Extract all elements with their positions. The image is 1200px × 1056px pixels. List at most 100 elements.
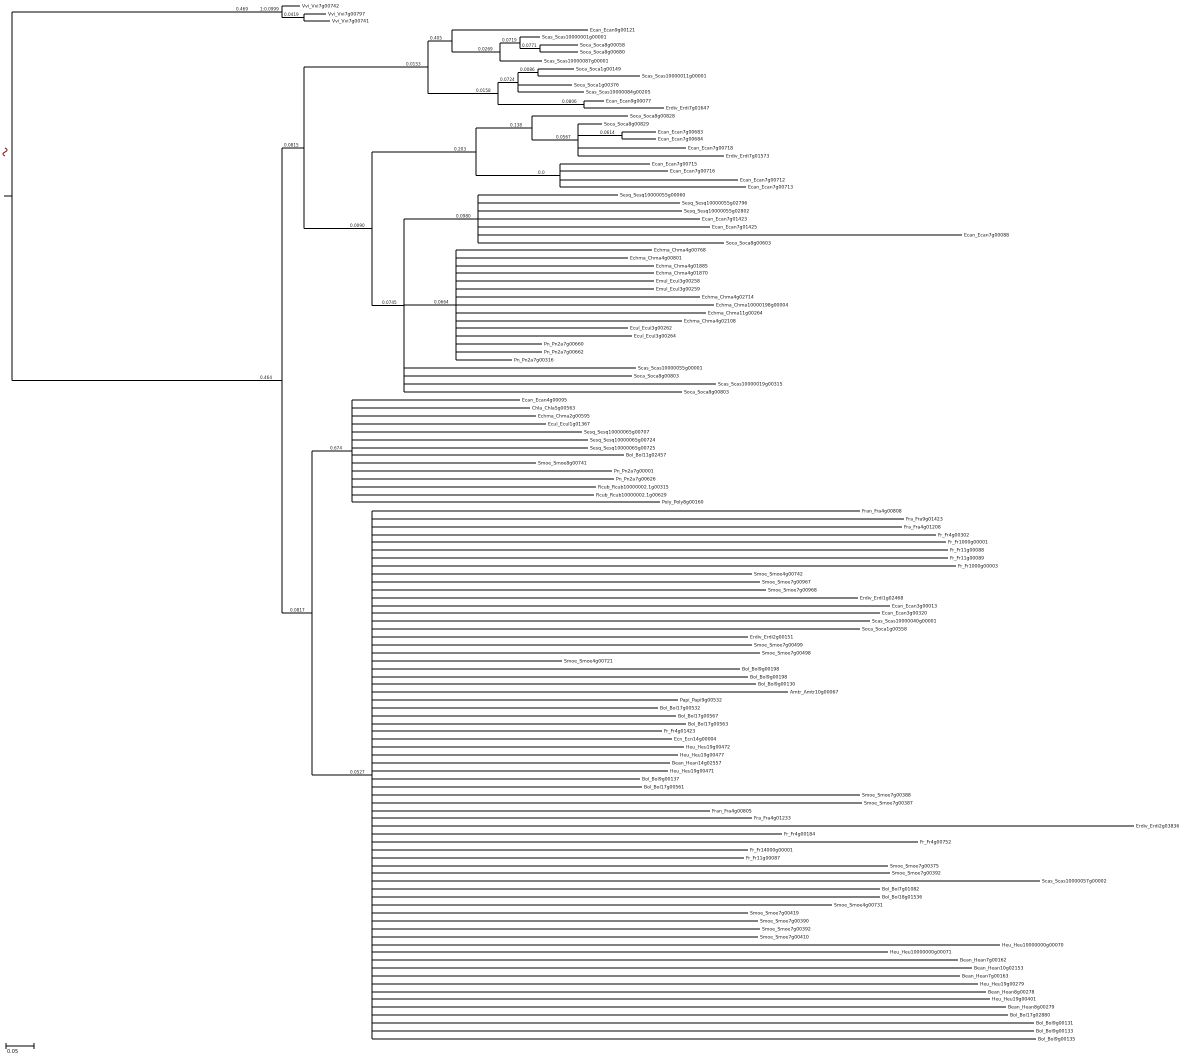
leaf-label: Soca_Soca8g00803 bbox=[634, 374, 679, 380]
leaf-label: Emul_Ecul3g00259 bbox=[656, 287, 700, 293]
support-value: 0.469 bbox=[236, 6, 248, 11]
leaf-label: Smoe_Smoe8g00741 bbox=[538, 461, 587, 467]
leaf-label: Fr_Fr4g00184 bbox=[784, 832, 815, 838]
leaf-label: Ecan_Ecan4g00095 bbox=[522, 398, 567, 404]
support-value: 0.0614 bbox=[600, 130, 615, 135]
leaf-label: Ecan_Ecan3g00013 bbox=[892, 604, 937, 610]
leaf-label: Smoe_Smoe7g00410 bbox=[760, 935, 809, 941]
leaf-label: Smoe_Smoe7g00375 bbox=[890, 864, 939, 870]
leaf-label: Ecul_Ecul1g01367 bbox=[548, 422, 590, 428]
support-value: 0.674 bbox=[330, 446, 342, 451]
leaf-label: Erdiv_Erdi7g01573 bbox=[726, 154, 769, 160]
leaf-label: Ecan_Ecan7g00088 bbox=[964, 233, 1009, 239]
support-value: 0.464 bbox=[260, 375, 272, 380]
support-value: 0.0745 bbox=[382, 300, 397, 305]
leaf-label: Echma_Chma4g01870 bbox=[656, 271, 708, 277]
leaf-label: Vvi_Vvi7g00797 bbox=[328, 12, 365, 18]
leaf-label: Sesq_Sesq10000065g00724 bbox=[590, 438, 655, 444]
leaf-label: Ecn_Ecn14g00004 bbox=[674, 737, 716, 743]
leaf-label: Sesq_Sesq10000055g00060 bbox=[620, 193, 685, 199]
leaf-label: Sesq_Sesq10000055g02796 bbox=[682, 201, 747, 207]
leaf-label: Chla_Chla5g00563 bbox=[532, 406, 575, 412]
leaf-label: Ecan_Ecan7g01425 bbox=[712, 225, 757, 231]
leaf-label: Vvi_Vvi7g00742 bbox=[302, 4, 339, 10]
support-value: 0.0724 bbox=[500, 77, 515, 82]
leaf-label: Rcub_Rcub10000002.1g00629 bbox=[596, 493, 667, 499]
leaf-label: Scas_Scas10000011g00001 bbox=[642, 74, 707, 80]
leaf-label: Bol_Bol17g02880 bbox=[1010, 1013, 1050, 1019]
leaf-label: Echma_Chma4g00801 bbox=[630, 256, 682, 262]
leaf-label: Soca_Soca8g00829 bbox=[604, 122, 649, 128]
leaf-label: Smoe_Smoe4g00731 bbox=[834, 903, 883, 909]
leaf-label: Scas_Scas10000084g00205 bbox=[586, 90, 651, 96]
leaf-label: Scas_Scas10000040g00001 bbox=[872, 619, 937, 625]
leaf-label: Pn_Pn2a7g00316 bbox=[514, 358, 554, 364]
leaf-label: Smoe_Smoe7g00390 bbox=[760, 919, 809, 925]
leaf-label: Fran_Fra4g00808 bbox=[862, 509, 902, 515]
leaf-label: Ecan_Ecan7g01423 bbox=[702, 217, 747, 223]
leaf-label: Fra_Fra4g01208 bbox=[904, 525, 941, 531]
leaf-label: Pn_Pn2a7g00001 bbox=[614, 469, 654, 475]
leaf-label: Ecan_Ecan7g00716 bbox=[670, 169, 715, 175]
leaf-label: Fr_Fr4g00752 bbox=[920, 840, 951, 846]
leaf-label: Fra_Fra9g01423 bbox=[906, 517, 943, 523]
leaf-label: Smoe_Smoe7g00967 bbox=[762, 580, 811, 586]
leaf-label: Bol_Bol17g00567 bbox=[678, 714, 718, 720]
leaf-label: Echma_Chma11g00264 bbox=[708, 311, 763, 317]
leaf-label: Soca_Soca8g00828 bbox=[630, 114, 675, 120]
support-value: 0.0771 bbox=[522, 43, 537, 48]
leaf-label: Bol_Bol17g00561 bbox=[644, 785, 684, 791]
support-value: 0.0806 bbox=[562, 99, 577, 104]
leaf-label: Fr_Fr1000g00001 bbox=[948, 540, 988, 546]
leaf-label: Smoe_Smoe4g00742 bbox=[754, 572, 803, 578]
leaf-label: Pn_Pn2a7g00626 bbox=[616, 477, 656, 483]
leaf-label: Fr_Fr4g01423 bbox=[664, 729, 695, 735]
leaf-label: Bol_Bol9g00137 bbox=[642, 777, 679, 783]
support-value: 0.0086 bbox=[520, 67, 535, 72]
leaf-label: Ecul_Ecul3g00264 bbox=[634, 334, 676, 340]
leaf-label: Scas_Scas10000055g00001 bbox=[638, 366, 703, 372]
leaf-label: Heu_Heu19g00279 bbox=[980, 982, 1024, 988]
leaf-label: Echma_Chma10000198g00004 bbox=[716, 303, 788, 309]
leaf-label: Smoe_Smoe7g00419 bbox=[750, 911, 799, 917]
leaf-label: Emul_Ecul3g00258 bbox=[656, 279, 700, 285]
leaf-label: Heu_Heu19g00477 bbox=[680, 753, 724, 759]
leaf-label: Scas_Scas10000057g00002 bbox=[1042, 879, 1107, 885]
leaf-label: Bol_Bol9g00133 bbox=[1036, 1029, 1073, 1035]
support-value: 0.405 bbox=[430, 35, 442, 40]
leaf-label: Smoe_Smoe4g00721 bbox=[564, 659, 613, 665]
leaf-label: Soca_Soca1g00149 bbox=[576, 67, 621, 73]
support-value: 0.0567 bbox=[556, 135, 571, 140]
support-value: 0.0527 bbox=[350, 770, 365, 775]
leaf-label: Fr_Fr11g00087 bbox=[746, 856, 780, 862]
leaf-label: Smoe_Smoe7g00968 bbox=[768, 588, 817, 594]
leaf-label: Bean_Hean14g02557 bbox=[672, 761, 721, 767]
leaf-label: Echma_Chma2g00595 bbox=[538, 414, 590, 420]
leaf-label: Soca_Soca8g00680 bbox=[580, 50, 625, 56]
leaf-label: Fr_Fr1000g00003 bbox=[958, 564, 998, 570]
leaf-label: Ecan_Ecan9g00121 bbox=[590, 28, 635, 34]
leaf-label: Smoe_Smoe7g00387 bbox=[864, 801, 913, 807]
leaf-label: Bol_Bol9g00131 bbox=[1036, 1021, 1073, 1027]
root-marker-icon bbox=[2, 147, 8, 157]
leaf-label: Bol_Bol9g00135 bbox=[1038, 1037, 1075, 1043]
leaf-label: Bean_Hean10g02153 bbox=[974, 966, 1023, 972]
leaf-label: Bean_Hean8g00278 bbox=[988, 990, 1035, 996]
leaf-label: Fr_Fr11g00089 bbox=[950, 556, 984, 562]
leaf-label: Bol_Bol9g00198 bbox=[742, 667, 779, 673]
leaf-label: Heu_Heu10000000g00070 bbox=[1002, 943, 1064, 949]
scale-bar-label: 0.05 bbox=[7, 1049, 18, 1055]
leaf-label: Rcub_Rcub10000002.1g00315 bbox=[598, 485, 669, 491]
leaf-label: Bol_Bol18g01536 bbox=[882, 895, 922, 901]
leaf-label: Bean_Hean7g00163 bbox=[962, 974, 1009, 980]
leaf-label: Fra_Fra4g01233 bbox=[754, 816, 791, 822]
leaf-label: Bol_Bol9g00198 bbox=[750, 675, 787, 681]
support-value: 0.0980 bbox=[456, 214, 471, 219]
support-value: 0.0 bbox=[538, 170, 545, 175]
leaf-label: Erdiv_Erdi2g03836 bbox=[1136, 824, 1179, 830]
support-value: 0.0719 bbox=[502, 37, 517, 42]
leaf-label: Sesq_Sesq10000055g02802 bbox=[684, 209, 749, 215]
support-value: 0.0817 bbox=[290, 608, 305, 613]
